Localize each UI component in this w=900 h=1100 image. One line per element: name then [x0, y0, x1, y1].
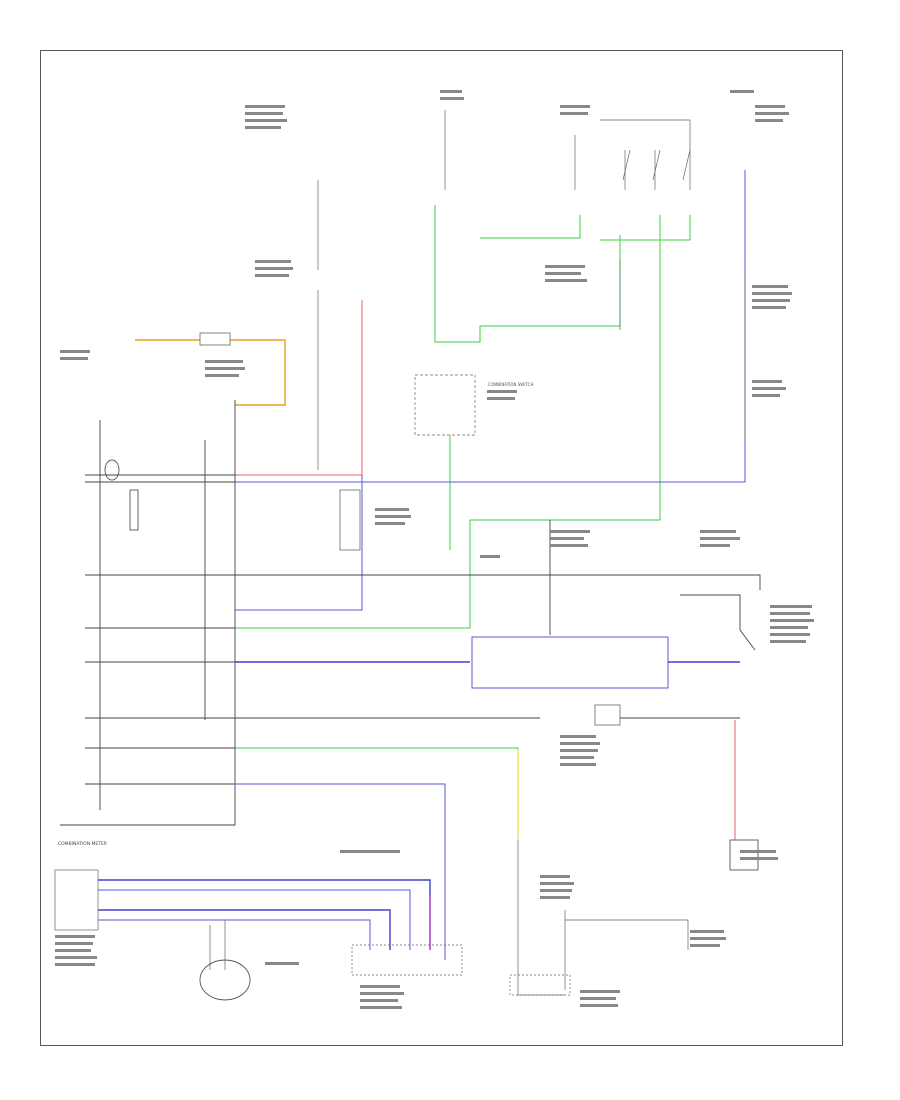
wire-green-lower [235, 747, 519, 840]
combination-meter-label: COMBINATION METER [58, 841, 107, 847]
wire-green-bridge [480, 215, 581, 239]
wire-blue-lower [235, 783, 446, 960]
combination-switch-label: COMBINATION SWITCH [488, 382, 533, 387]
connector-symbol [594, 704, 621, 726]
wire-red-mid [235, 300, 363, 476]
wire-blue-bottom2 [98, 889, 411, 950]
wiring-diagram-frame: COMBINATION METER COMBINATION SWITCH [40, 50, 843, 1046]
door-switch-symbol [729, 839, 759, 871]
fuse-symbol [199, 332, 231, 346]
wire-orange [135, 339, 286, 406]
diagram-border [40, 50, 843, 1046]
components [104, 149, 759, 1001]
wire-green-top [434, 235, 621, 343]
wiring-diagram: COMBINATION METER COMBINATION SWITCH [40, 50, 843, 1046]
relay-symbol [339, 489, 361, 551]
wire-blue-bottom4 [98, 919, 371, 950]
gray-wires [54, 110, 761, 996]
wire-green-right [600, 215, 691, 241]
resistor-symbol [129, 489, 139, 531]
wire-green-long [235, 215, 661, 629]
wire-blue-bottom3 [98, 909, 391, 950]
wire-blue-bus2 [471, 636, 669, 689]
gauge-symbol [104, 459, 120, 481]
bulb-symbol [199, 959, 251, 1001]
switch-contacts [622, 149, 691, 181]
small-text-marks [55, 90, 814, 1009]
colored-wires [98, 170, 746, 960]
wire-blue-mid [235, 300, 363, 611]
